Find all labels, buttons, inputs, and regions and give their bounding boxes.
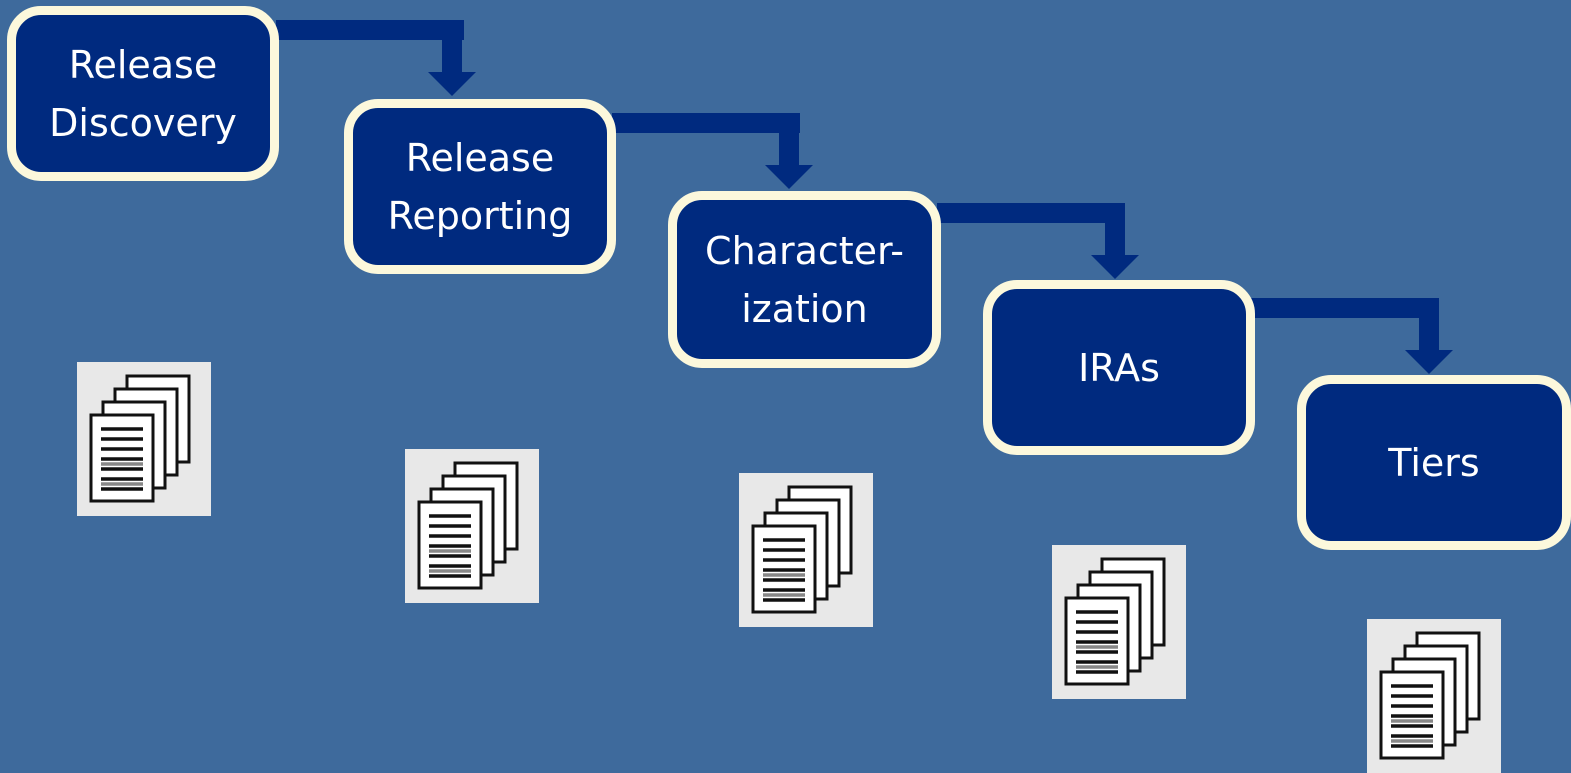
step-label-line: Release: [405, 135, 555, 180]
connector-3: [937, 203, 1139, 279]
step-label-line: Release: [68, 42, 218, 87]
connector-2: [612, 113, 813, 189]
step-label-line: Reporting: [387, 193, 573, 238]
step-tiers: Tiers: [1297, 375, 1571, 550]
step-label-line: IRAs: [1078, 345, 1160, 390]
step-release-discovery: Release Discovery: [7, 6, 279, 181]
step-characterization: Character- ization: [668, 191, 941, 368]
step-label-line: Discovery: [49, 100, 237, 145]
step-release-reporting: Release Reporting: [344, 99, 616, 274]
step-label-line: Character-: [705, 228, 904, 273]
step-label-line: Tiers: [1388, 440, 1480, 485]
document-stack-icon: [739, 473, 873, 627]
connector-1: [276, 20, 476, 96]
document-stack-icon: [405, 449, 539, 603]
document-stack-icon: [1367, 619, 1501, 773]
step-iras: IRAs: [983, 280, 1255, 455]
connector-4: [1251, 298, 1453, 374]
document-stack-icon: [1052, 545, 1186, 699]
document-stack-icon: [77, 362, 211, 516]
step-label-line: ization: [741, 286, 868, 331]
